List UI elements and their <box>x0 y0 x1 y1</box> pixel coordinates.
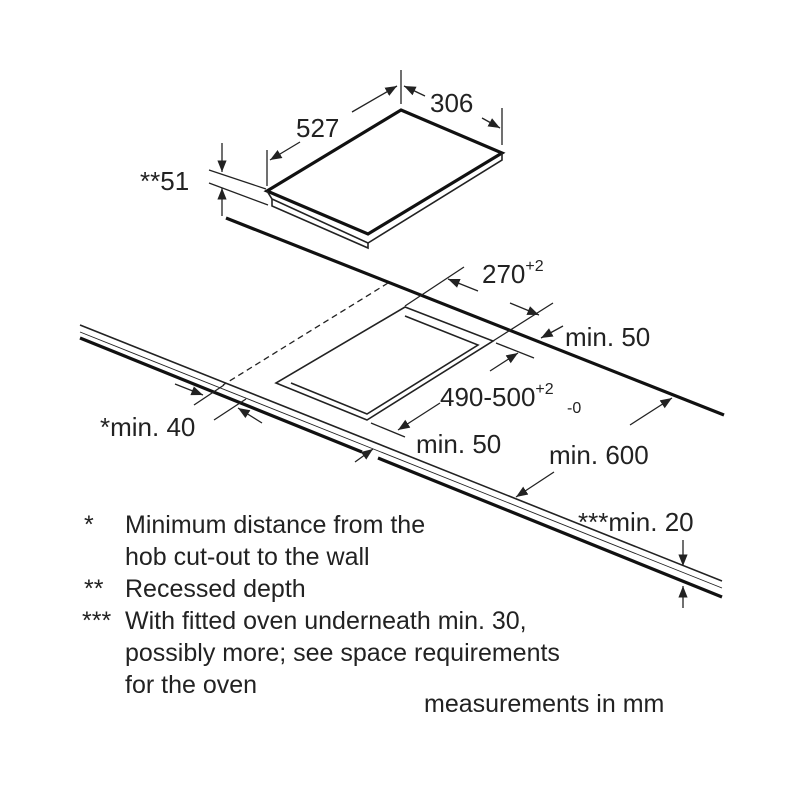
units-note: measurements in mm <box>424 690 664 718</box>
dim-51: **51 <box>140 143 269 216</box>
footnote-marker: *** <box>82 607 111 635</box>
dim-527: 527 <box>266 70 402 186</box>
worktop-depth-label: min. 600 <box>549 440 649 470</box>
dim-wall-gap: *min. 40 <box>100 383 263 442</box>
cutout-outline <box>274 306 495 421</box>
worktop-thickness-label: ***min. 20 <box>578 507 694 537</box>
footnote-line: With fitted oven underneath min. 30, <box>125 607 527 635</box>
back-gap-label: min. 50 <box>565 322 650 352</box>
front-gap-label: min. 50 <box>416 429 501 459</box>
hob-width-label: 306 <box>430 88 473 118</box>
hob-base <box>266 153 503 244</box>
dim-270: 270+2 <box>404 258 554 342</box>
cutout-projection-dashed <box>222 282 389 386</box>
worktop <box>79 216 725 599</box>
wall-gap-label: *min. 40 <box>100 412 195 442</box>
footnote-marker: ** <box>84 575 104 603</box>
dim-front-gap: min. 50 <box>354 429 501 463</box>
hob <box>263 108 506 250</box>
footnote-line: Minimum distance from the <box>125 511 425 539</box>
cutout <box>222 282 495 421</box>
worktop-back-edge <box>225 216 725 417</box>
dim-worktop-depth: min. 600 <box>515 397 673 498</box>
worktop-front-top-edge <box>79 324 723 582</box>
footnotes: * Minimum distance from the hob cut-out … <box>82 511 560 699</box>
cutout-width-label: 270+2 <box>482 258 544 289</box>
footnote-line: possibly more; see space requirements <box>125 639 560 667</box>
dim-worktop-thickness: ***min. 20 <box>578 507 694 608</box>
footnote-line: Recessed depth <box>125 575 306 603</box>
hob-base-edge <box>271 199 369 250</box>
cutout-depth-tol-minus: -0 <box>567 400 581 417</box>
footnote-line: hob cut-out to the wall <box>125 543 370 571</box>
worktop-front-bottom-edge <box>79 336 723 599</box>
cutout-depth-label: 490-500+2 <box>440 381 554 412</box>
cutout-inner-edge <box>290 315 480 415</box>
dim-back-gap: min. 50 <box>540 322 650 352</box>
dim-306: 306 <box>403 85 503 145</box>
dim-490-500: 490-500+2 -0 <box>370 342 581 438</box>
hob-top-surface <box>263 108 506 236</box>
recessed-depth-label: **51 <box>140 166 189 196</box>
hob-depth-label: 527 <box>296 113 339 143</box>
worktop-front-face <box>79 331 723 589</box>
footnote-marker: * <box>84 511 94 539</box>
footnote-line: for the oven <box>125 671 257 699</box>
